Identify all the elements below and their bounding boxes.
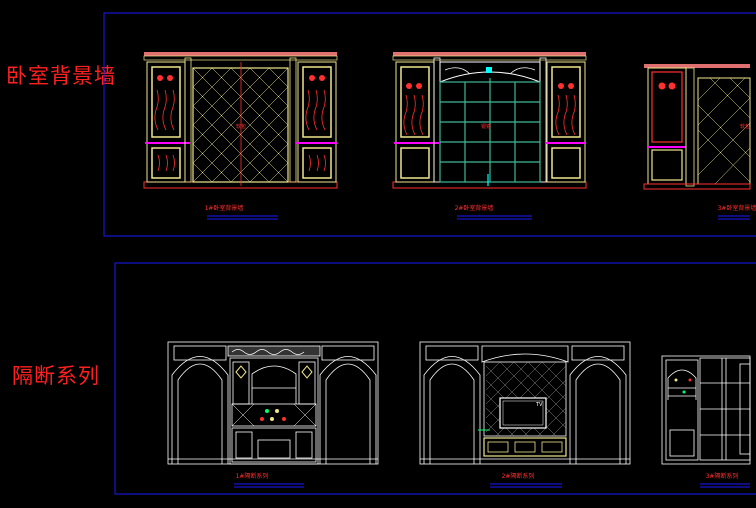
partition-3-accents xyxy=(674,378,692,394)
caption-partition-2: 2#隔断系列 xyxy=(501,473,535,480)
tv-label: TV xyxy=(535,402,543,408)
partition-elevation-2[interactable] xyxy=(419,341,631,465)
caption-bedroom-3: 3#卧室背景墙 xyxy=(717,205,756,212)
section-title-bedroom: 卧室背景墙 xyxy=(6,64,116,88)
bedroom-3-tag: 软包 xyxy=(740,123,750,130)
partition-frame xyxy=(114,262,756,495)
partition-elevation-3[interactable] xyxy=(661,355,751,465)
partition-2-detail: TV xyxy=(420,361,630,460)
partition-caption-underlines xyxy=(234,483,750,488)
bedroom-elevation-1[interactable]: 软包 xyxy=(143,52,338,189)
caption-partition-1: 1#隔断系列 xyxy=(235,473,269,480)
caption-partition-3: 3#隔断系列 xyxy=(705,473,739,480)
bedroom-1-tag: 软包 xyxy=(236,123,246,130)
caption-bedroom-1: 1#卧室背景墙 xyxy=(204,205,244,212)
partition-elevation-1[interactable] xyxy=(167,341,379,465)
partition-1-accents xyxy=(235,365,313,421)
bedroom-2-tag: 银镜 xyxy=(481,123,491,130)
section-title-partition: 隔断系列 xyxy=(12,364,100,388)
caption-bedroom-2: 2#卧室背景墙 xyxy=(454,205,494,212)
bedroom-frame xyxy=(103,12,756,237)
bedroom-elevation-3[interactable]: 软包 xyxy=(643,64,751,190)
bedroom-caption-underlines xyxy=(207,215,750,220)
bedroom-elevation-2[interactable]: 银镜 xyxy=(392,52,587,189)
